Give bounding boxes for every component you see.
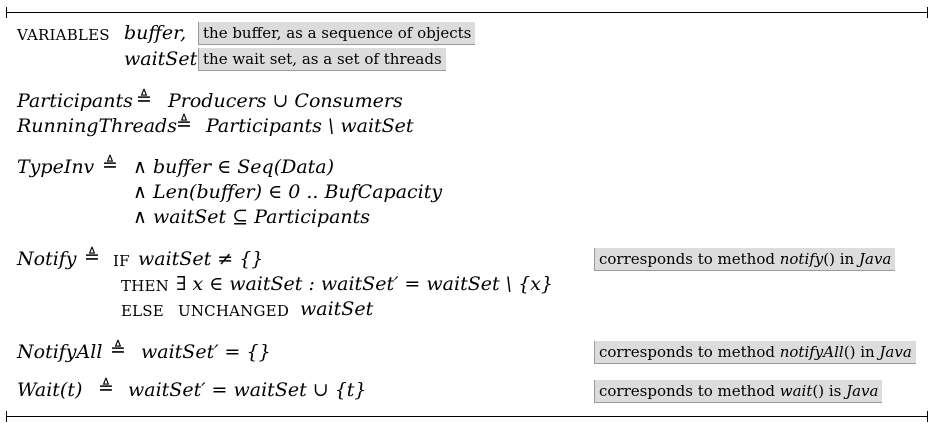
wait-body: waitSet′ = waitSet ∪ {t} bbox=[128, 379, 367, 401]
notify-else-expression: waitSet bbox=[300, 298, 374, 320]
notify-name: Notify bbox=[17, 248, 77, 270]
notifyall-defeq: ≜ bbox=[110, 339, 126, 361]
typeinv-conjunct-3: ∧ waitSet ⊆ Participants bbox=[133, 206, 371, 228]
wait-defeq: ≜ bbox=[98, 377, 114, 399]
buffer-comment: the buffer, as a sequence of objects bbox=[198, 22, 476, 46]
notify-comment: corresponds to method notify() in Java bbox=[594, 248, 896, 272]
participants-defeq: ≜ bbox=[136, 88, 152, 110]
notify-unchanged-keyword: UNCHANGED bbox=[178, 302, 290, 320]
notifyall-body: waitSet′ = {} bbox=[141, 341, 271, 363]
variable-waitset: waitSet bbox=[124, 48, 198, 70]
typeinv-name: TypeInv bbox=[17, 156, 95, 178]
typeinv-defeq: ≜ bbox=[102, 154, 118, 176]
variables-keyword: VARIABLES bbox=[17, 26, 110, 44]
notify-then-keyword: THEN bbox=[121, 277, 169, 295]
notify-else-keyword: ELSE bbox=[121, 302, 164, 320]
notifyall-name: NotifyAll bbox=[17, 341, 103, 363]
notify-if-condition: waitSet ≠ {} bbox=[138, 248, 264, 270]
waitset-comment: the wait set, as a set of threads bbox=[198, 48, 446, 72]
runningthreads-name: RunningThreads bbox=[17, 115, 177, 137]
notify-defeq: ≜ bbox=[84, 246, 100, 268]
wait-name: Wait(t) bbox=[17, 379, 83, 401]
runningthreads-defeq: ≜ bbox=[176, 113, 192, 135]
top-rule bbox=[6, 7, 928, 18]
variable-buffer: buffer, bbox=[124, 22, 187, 44]
notify-then-expression: ∃ x ∈ waitSet : waitSet′ = waitSet \ {x} bbox=[176, 273, 553, 295]
notifyall-comment: corresponds to method notifyAll() in Jav… bbox=[594, 341, 916, 365]
notify-if-keyword: IF bbox=[113, 252, 130, 270]
participants-body: Producers ∪ Consumers bbox=[168, 90, 403, 112]
runningthreads-body: Participants \ waitSet bbox=[206, 115, 414, 137]
typeinv-conjunct-1: ∧ buffer ∈ Seq(Data) bbox=[133, 156, 335, 178]
wait-comment: corresponds to method wait() is Java bbox=[594, 380, 883, 404]
typeinv-conjunct-2: ∧ Len(buffer) ∈ 0 .. BufCapacity bbox=[133, 181, 443, 203]
participants-name: Participants bbox=[17, 90, 133, 112]
bottom-rule bbox=[6, 411, 928, 422]
